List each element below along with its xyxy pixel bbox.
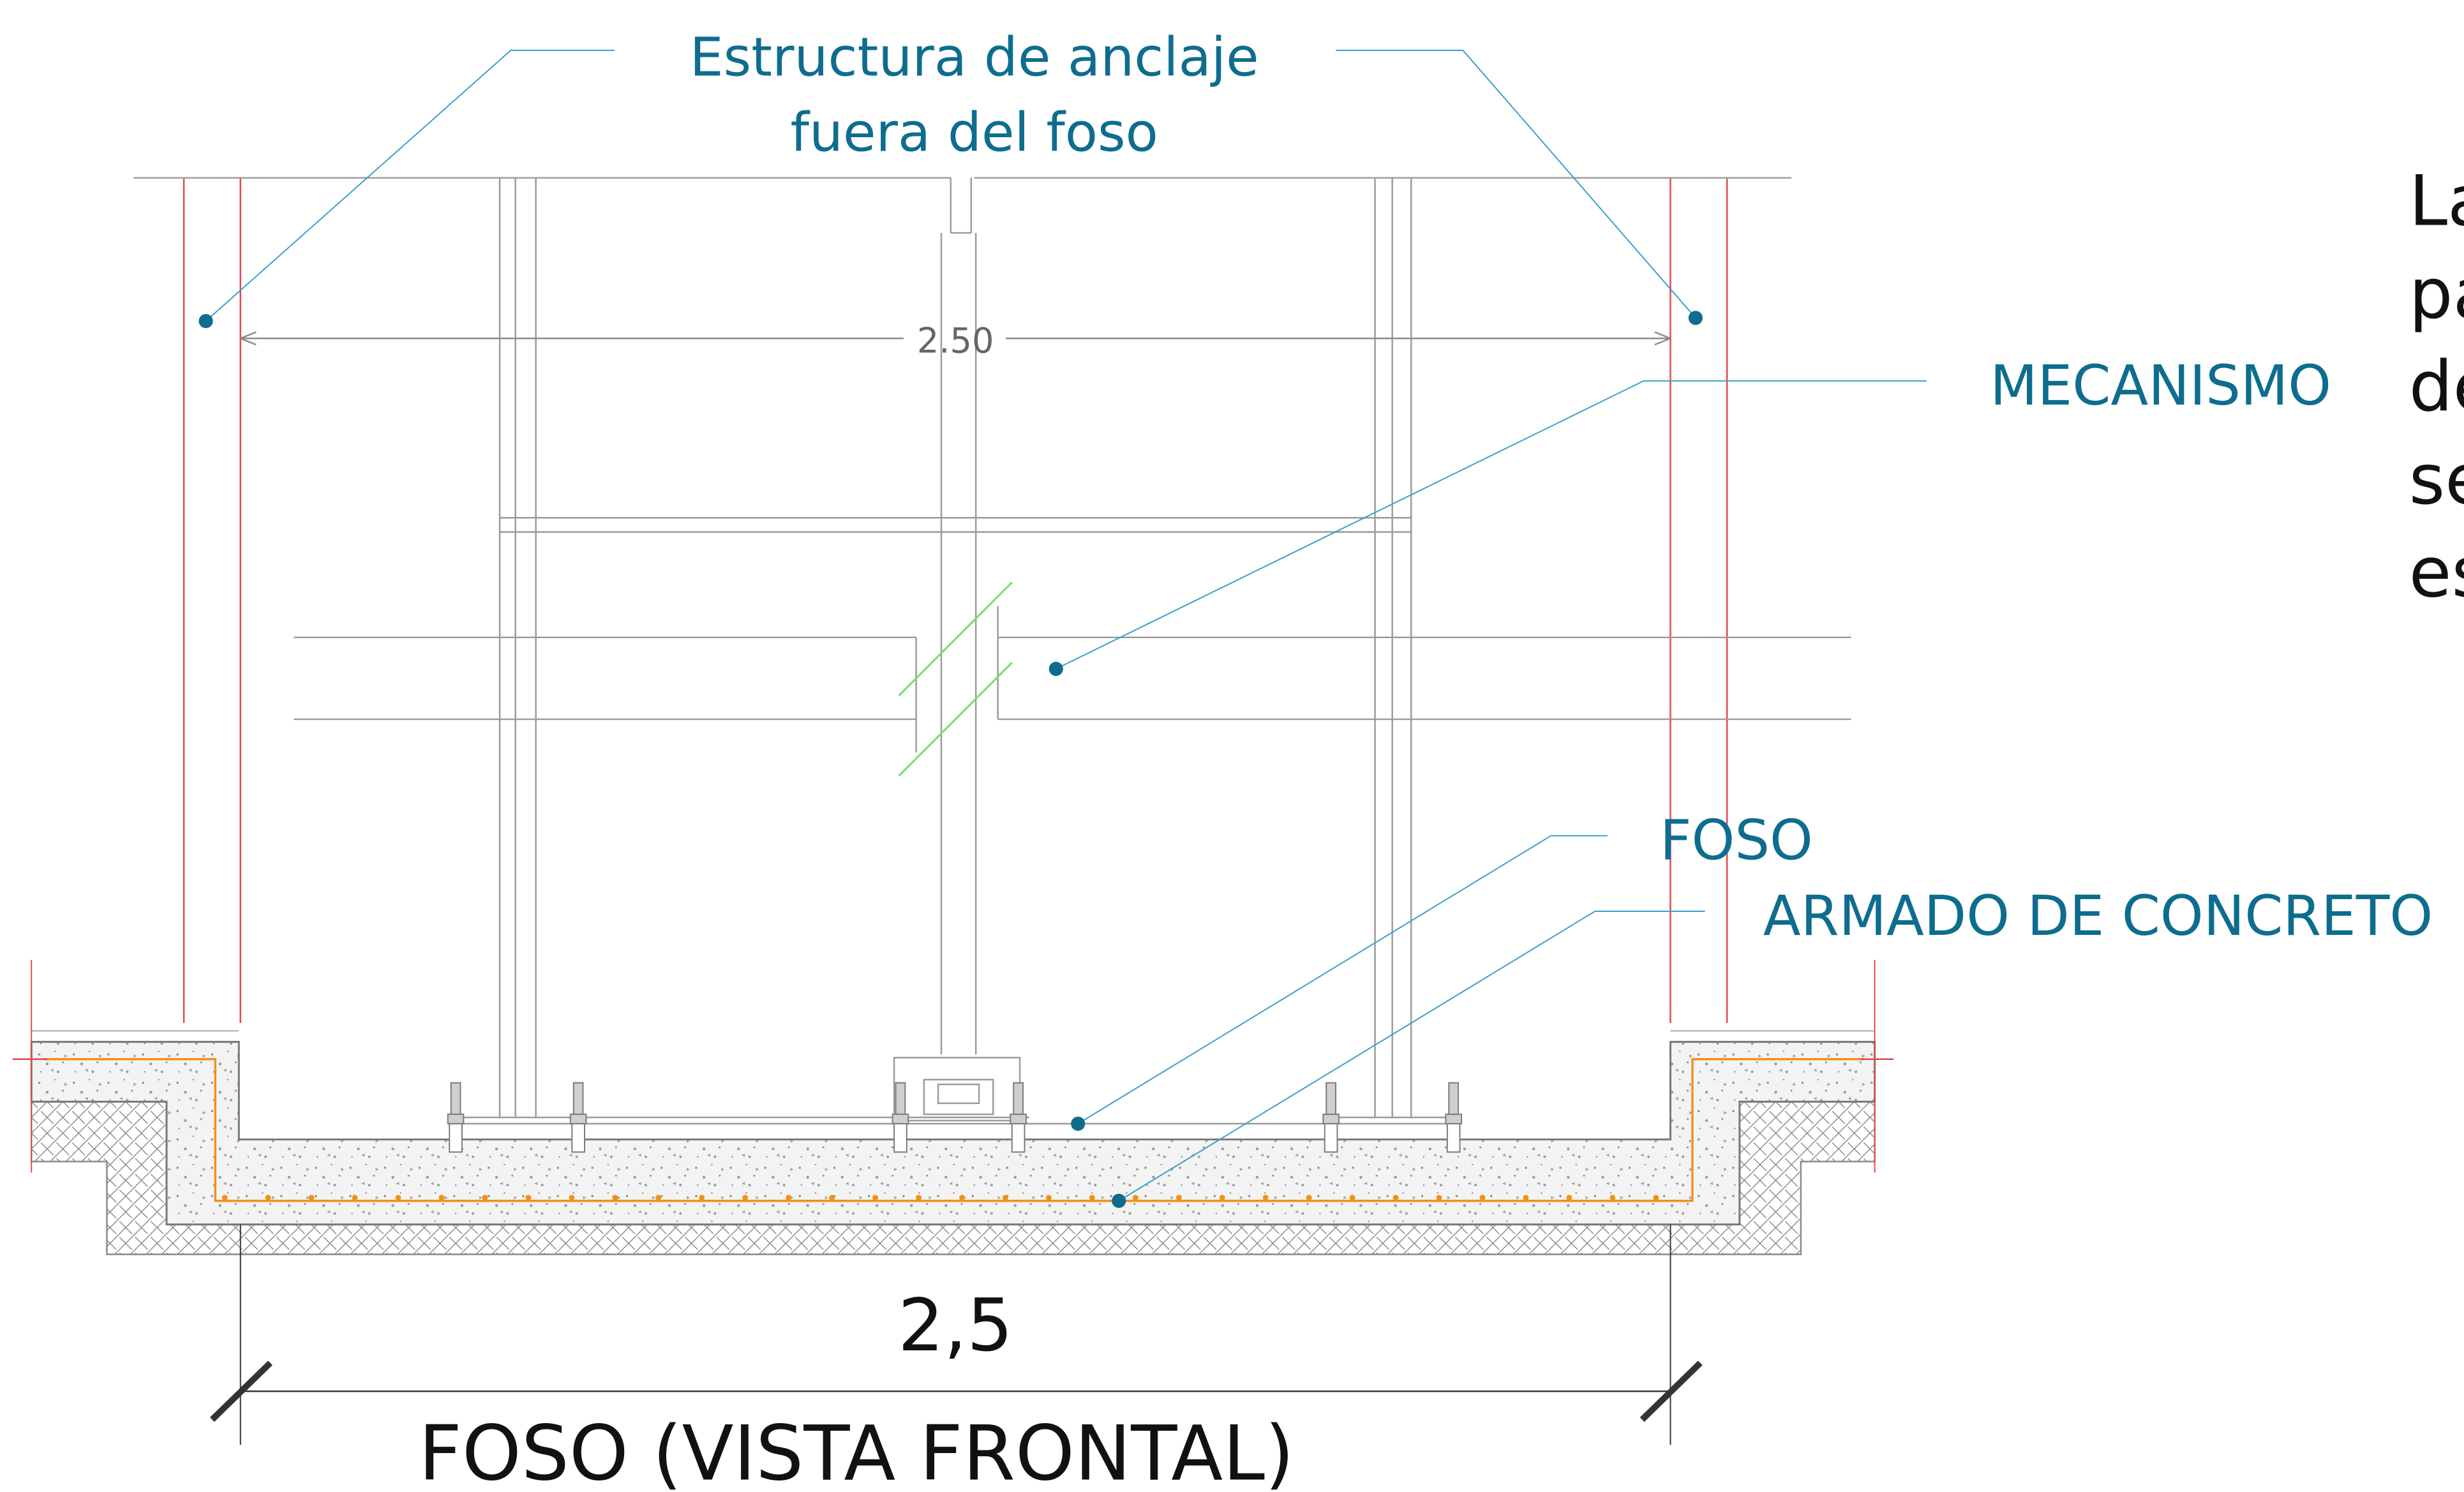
anchor-bolt: [892, 1082, 909, 1153]
rebar-dot: [569, 1195, 575, 1201]
rebar-dot: [1176, 1195, 1182, 1201]
break-mark: [898, 581, 1013, 777]
rebar-dot: [1523, 1195, 1529, 1201]
rebar-dot: [308, 1195, 315, 1201]
rebar-dot: [1045, 1195, 1052, 1201]
rebar-dot: [482, 1195, 488, 1201]
outer-edge-lines: [31, 960, 1876, 1173]
dimension-bottom: [209, 1224, 1703, 1445]
anchor-label-line2: fuera del foso: [791, 101, 1158, 164]
leader-lines: [205, 49, 1927, 1202]
anchor-column-left: [183, 177, 241, 1024]
side-note: La pa de se es: [2409, 161, 2464, 613]
rebar-dot: [1566, 1195, 1572, 1201]
anchor-label-line1: Estructura de anclaje: [690, 26, 1259, 88]
pit-concrete: [30, 1030, 1876, 1226]
rebar-dot: [1393, 1195, 1399, 1201]
side-note-line: pa: [2409, 253, 2464, 334]
rebar-dot: [1306, 1195, 1312, 1201]
anchor-bolts: [447, 1082, 1462, 1153]
rebar-dot: [655, 1195, 662, 1201]
rebar-dot: [1219, 1195, 1225, 1201]
drawing-title: FOSO (VISTA FRONTAL): [419, 1409, 1294, 1492]
rebar-dot: [742, 1195, 749, 1201]
rebar-dot: [395, 1195, 401, 1201]
rebar-dot: [786, 1195, 792, 1201]
rebar-dot: [265, 1195, 271, 1201]
anchor-bolt: [1445, 1082, 1462, 1153]
rebar-dot: [872, 1195, 878, 1201]
side-note-line: de: [2409, 347, 2464, 428]
dimension-top-label: 2.50: [917, 320, 994, 361]
rebar-dot: [1653, 1195, 1659, 1201]
anchor-bolt: [569, 1082, 587, 1153]
pit-label: FOSO: [1660, 809, 1813, 873]
rebar: [12, 1058, 1894, 1202]
rebar-dot: [612, 1195, 618, 1201]
dimension-bottom-label: 2,5: [898, 1283, 1013, 1368]
mechanism-frame: [133, 177, 1851, 1125]
rebar-dot: [1479, 1195, 1486, 1201]
rebar-dot: [1349, 1195, 1355, 1201]
rebar-dot: [829, 1195, 835, 1201]
side-note-line: se: [2409, 439, 2464, 520]
rebar-dot: [699, 1195, 705, 1201]
rebar-dot: [1132, 1195, 1139, 1201]
rebar-label: ARMADO DE CONCRETO: [1763, 884, 2433, 948]
rebar-dot: [1002, 1195, 1008, 1201]
side-note-line: es: [2409, 532, 2464, 613]
side-note-line: La: [2409, 161, 2464, 242]
anchor-bolt: [1322, 1082, 1340, 1153]
rebar-dot: [221, 1195, 228, 1201]
rebar-dot: [1089, 1195, 1095, 1201]
rebar-dot: [438, 1195, 445, 1201]
rebar-dot: [916, 1195, 922, 1201]
rebar-dot: [1436, 1195, 1442, 1201]
rebar-dot: [1609, 1195, 1616, 1201]
rebar-dot: [959, 1195, 965, 1201]
anchor-bolt: [1010, 1082, 1027, 1153]
dimension-top: [240, 331, 1671, 346]
rebar-dot: [352, 1195, 358, 1201]
rebar-dot: [525, 1195, 532, 1201]
anchor-column-right: [1669, 177, 1728, 1024]
rebar-dot: [1262, 1195, 1269, 1201]
mechanism-label: MECANISMO: [1990, 354, 2331, 418]
anchor-bolt: [447, 1082, 465, 1153]
leader-dots: [198, 311, 1703, 1208]
